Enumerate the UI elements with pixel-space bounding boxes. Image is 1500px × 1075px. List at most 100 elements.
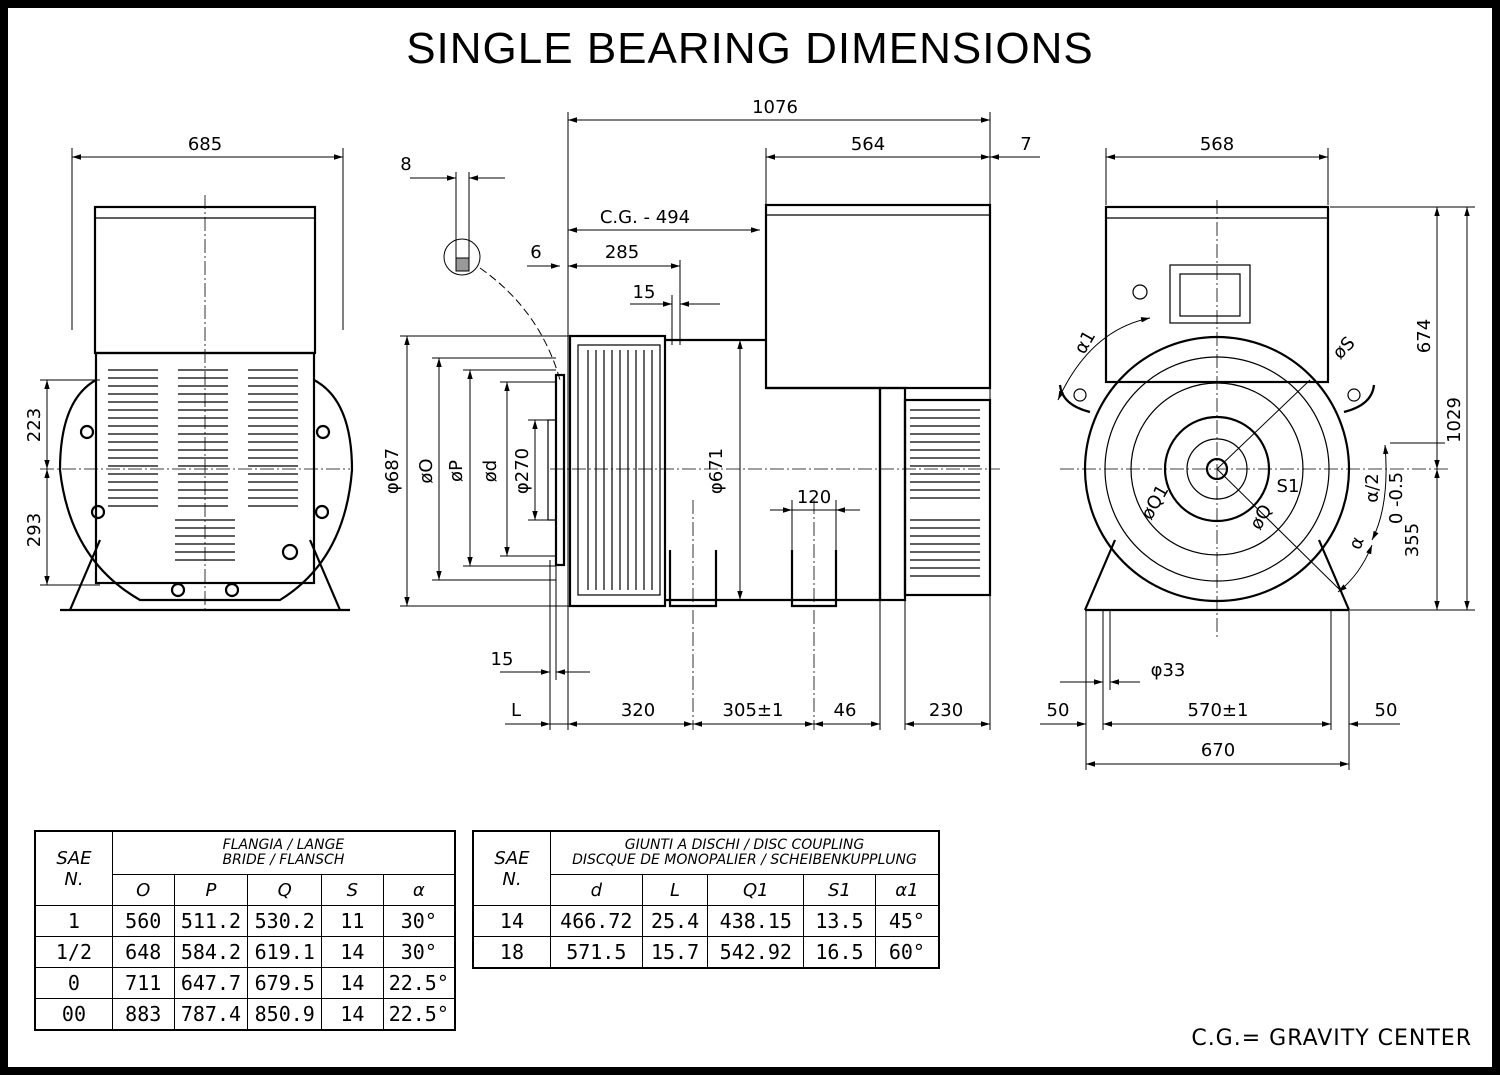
table-cell: 14 xyxy=(321,936,384,968)
table-cell: 30° xyxy=(382,936,456,968)
dim-Q: øQ xyxy=(1246,501,1277,533)
table-cell: 00 xyxy=(34,998,113,1031)
dim-270: φ270 xyxy=(512,448,533,494)
dim-alpha1: α1 xyxy=(1070,327,1100,358)
coupling-table: SAE N. GIUNTI A DISCHI / DISC COUPLING D… xyxy=(472,830,940,969)
table-cell: 22.5° xyxy=(382,967,456,999)
table-cell: 787.4 xyxy=(173,998,249,1031)
dim-1076: 1076 xyxy=(752,97,798,118)
dim-305: 305±1 xyxy=(723,700,784,721)
coupling-col-header: Q1 xyxy=(707,874,805,906)
dim-670: 670 xyxy=(1201,740,1235,761)
table-cell: 18 xyxy=(472,936,551,969)
table-cell: 530.2 xyxy=(247,905,323,937)
front-vents xyxy=(108,369,298,561)
coupling-col-header: d xyxy=(549,874,643,906)
table-cell: 14 xyxy=(321,967,384,999)
dim-alpha-half: α/2 xyxy=(1362,473,1383,502)
dim-7: 7 xyxy=(1020,134,1031,155)
dim-564: 564 xyxy=(851,134,885,155)
table-cell: 16.5 xyxy=(803,936,876,969)
coupling-group-header: GIUNTI A DISCHI / DISC COUPLING DISCQUE … xyxy=(549,830,940,875)
dim-671: φ671 xyxy=(706,448,727,494)
dim-L: L xyxy=(511,700,521,721)
table-cell: 60° xyxy=(874,936,940,969)
flange-col-header: Q xyxy=(247,874,323,906)
rear-view: 568 α1 øS α/2 α S1 øQ1 øQ 674 xyxy=(1040,134,1475,770)
dim-33: φ33 xyxy=(1151,660,1186,681)
table-cell: 571.5 xyxy=(549,936,643,969)
dim-alpha: α xyxy=(1345,534,1369,552)
dim-120: 120 xyxy=(797,487,831,508)
dim-cg: C.G. - 494 xyxy=(600,207,690,228)
coupling-sae-header: SAE N. xyxy=(472,830,551,906)
table-cell: 679.5 xyxy=(247,967,323,999)
dim-568: 568 xyxy=(1200,134,1234,155)
dim-O: øO xyxy=(416,458,437,483)
table-cell: 45° xyxy=(874,905,940,937)
dim-685: 685 xyxy=(188,134,222,155)
dim-P: øP xyxy=(446,460,467,482)
dim-15-bot: 15 xyxy=(491,649,514,670)
table-cell: 30° xyxy=(382,905,456,937)
table-cell: 542.92 xyxy=(707,936,805,969)
dim-230: 230 xyxy=(929,700,963,721)
side-view: 1076 564 7 8 C.G. - 494 6 285 15 xyxy=(382,97,1040,730)
flange-sae-header: SAE N. xyxy=(34,830,113,906)
table-cell: 883 xyxy=(111,998,175,1031)
dim-46: 46 xyxy=(834,700,857,721)
table-cell: 619.1 xyxy=(247,936,323,968)
table-cell: 14 xyxy=(472,905,551,937)
drawing-title: SINGLE BEARING DIMENSIONS xyxy=(406,24,1094,73)
coupling-col-header: L xyxy=(641,874,709,906)
dim-687: φ687 xyxy=(382,448,403,494)
front-view: 685 223 293 xyxy=(24,134,354,612)
table-cell: 22.5° xyxy=(382,998,456,1031)
flange-col-header: S xyxy=(321,874,384,906)
table-cell: 11 xyxy=(321,905,384,937)
table-cell: 560 xyxy=(111,905,175,937)
table-cell: 648 xyxy=(111,936,175,968)
table-cell: 466.72 xyxy=(549,905,643,937)
table-cell: 438.15 xyxy=(707,905,805,937)
dim-223: 223 xyxy=(24,408,45,442)
dim-phiS: øS xyxy=(1329,333,1360,364)
dim-15-top: 15 xyxy=(633,282,656,303)
dim-d: ød xyxy=(480,460,501,482)
coupling-col-header: S1 xyxy=(803,874,876,906)
dim-1029: 1029 xyxy=(1444,397,1465,443)
flange-table: SAE N. FLANGIA / LANGE BRIDE / FLANSCH O… xyxy=(34,830,456,1031)
table-cell: 1/2 xyxy=(34,936,113,968)
dim-8: 8 xyxy=(400,154,411,175)
dim-355: 355 xyxy=(1402,523,1423,557)
table-cell: 647.7 xyxy=(173,967,249,999)
flange-group-header: FLANGIA / LANGE BRIDE / FLANSCH xyxy=(111,830,456,875)
coupling-col-header: α1 xyxy=(874,874,940,906)
table-cell: 1 xyxy=(34,905,113,937)
dim-293: 293 xyxy=(24,513,45,547)
dim-6: 6 xyxy=(530,242,541,263)
dim-285: 285 xyxy=(605,242,639,263)
table-cell: 14 xyxy=(321,998,384,1031)
table-cell: 711 xyxy=(111,967,175,999)
table-cell: 850.9 xyxy=(247,998,323,1031)
table-cell: 15.7 xyxy=(641,936,709,969)
dim-674: 674 xyxy=(1414,319,1435,353)
gravity-center-note: C.G.= GRAVITY CENTER xyxy=(1191,1026,1472,1051)
table-cell: 511.2 xyxy=(173,905,249,937)
dim-570: 570±1 xyxy=(1188,700,1249,721)
table-cell: 25.4 xyxy=(641,905,709,937)
dim-50-right: 50 xyxy=(1375,700,1398,721)
dim-320: 320 xyxy=(621,700,655,721)
table-cell: 584.2 xyxy=(173,936,249,968)
table-cell: 13.5 xyxy=(803,905,876,937)
